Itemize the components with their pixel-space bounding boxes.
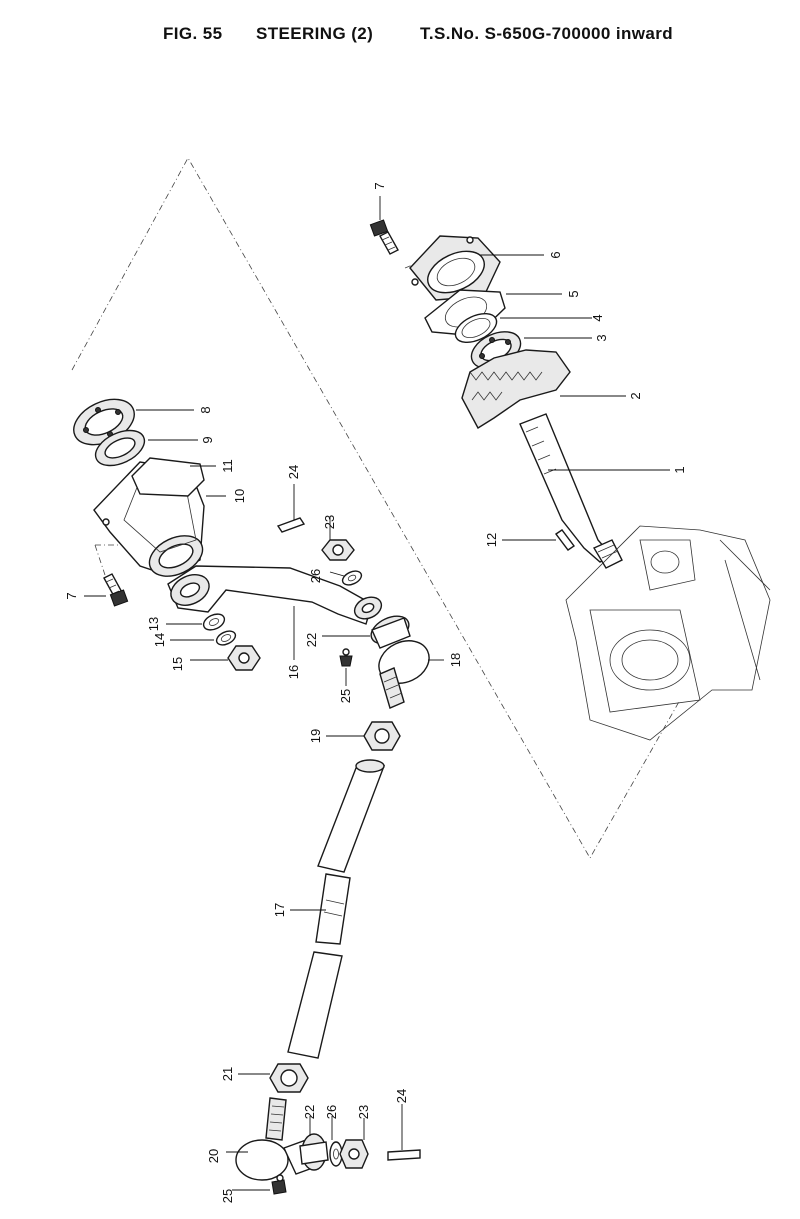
- part-26-washer-lower: [329, 1141, 343, 1167]
- callout-3: 3: [594, 334, 609, 341]
- part-24-cotter-pin-upper: [276, 517, 306, 533]
- callout-25-upper: 25: [338, 689, 353, 703]
- part-13-washer: [202, 613, 226, 631]
- callout-18: 18: [448, 653, 463, 667]
- part-12-key: [554, 529, 576, 551]
- callout-8: 8: [198, 406, 213, 413]
- callout-5: 5: [566, 290, 581, 297]
- callout-22-upper: 22: [304, 633, 319, 647]
- callout-6: 6: [548, 251, 563, 258]
- figure-title: STEERING (2): [256, 24, 374, 43]
- part-15-nut: [227, 645, 261, 671]
- part-7-bolt-upper: [369, 219, 399, 255]
- part-23-castle-nut-lower: [339, 1139, 369, 1169]
- callout-4: 4: [590, 314, 605, 321]
- gearbox-case: [565, 525, 771, 741]
- part-23-castle-nut-upper: [321, 539, 355, 561]
- part-25-grease-nipple-lower: [271, 1174, 287, 1195]
- callout-26-upper: 26: [308, 569, 323, 583]
- callout-24-lower: 24: [394, 1089, 409, 1103]
- callout-labels: 1 2 3 4 5 6 7 7 8 9 10 11 12 13 14 15 16…: [64, 182, 687, 1203]
- callout-26-lower: 26: [324, 1105, 339, 1119]
- callout-21: 21: [220, 1067, 235, 1081]
- leader-lines: [84, 196, 670, 1191]
- callout-14: 14: [152, 633, 167, 647]
- part-16-pitman-arm: [167, 565, 383, 625]
- part-9-oil-seal: [94, 429, 146, 467]
- callout-11: 11: [220, 459, 235, 473]
- callout-7-upper: 7: [372, 182, 387, 189]
- callout-24-upper: 24: [286, 465, 301, 479]
- callout-22-lower: 22: [302, 1105, 317, 1119]
- callout-20: 20: [206, 1149, 221, 1163]
- part-26-washer-upper: [341, 570, 363, 586]
- part-22-ball-stud-lower: [299, 1133, 329, 1171]
- callout-15: 15: [170, 657, 185, 671]
- part-2-sector-gear: [461, 349, 571, 429]
- callout-2: 2: [628, 392, 643, 399]
- serial-range: T.S.No. S-650G-700000 inward: [420, 24, 674, 43]
- part-24-cotter-pin-lower: [387, 1149, 421, 1161]
- callout-17: 17: [272, 903, 287, 917]
- part-25-grease-nipple-upper: [339, 648, 353, 667]
- callout-9: 9: [200, 436, 215, 443]
- callout-25-lower: 25: [220, 1189, 235, 1203]
- callout-19: 19: [308, 729, 323, 743]
- part-18-tie-rod-end: [378, 640, 430, 709]
- callout-10: 10: [232, 489, 247, 503]
- callout-12: 12: [484, 533, 499, 547]
- part-14-lock-washer: [215, 630, 237, 646]
- part-11-gasket: [131, 457, 205, 497]
- part-22-ball-stud-upper: [370, 615, 411, 649]
- part-7-bolt-lower: [103, 573, 129, 607]
- figure-number: FIG. 55: [163, 24, 223, 43]
- callout-23-upper: 23: [322, 515, 337, 529]
- part-21-lock-nut: [269, 1063, 309, 1093]
- callout-1: 1: [672, 466, 687, 473]
- part-4-ring: [454, 312, 498, 344]
- figure-header: FIG. 55 STEERING (2) T.S.No. S-650G-7000…: [0, 24, 800, 50]
- callout-23-lower: 23: [356, 1105, 371, 1119]
- part-1-steering-shaft: [519, 413, 623, 569]
- part-6-cover-housing: [409, 235, 501, 301]
- callout-7-lower: 7: [64, 592, 79, 599]
- part-17-tie-rod-tube: [287, 759, 386, 1059]
- callout-16: 16: [286, 665, 301, 679]
- callout-13: 13: [146, 617, 161, 631]
- part-19-lock-nut: [363, 721, 401, 751]
